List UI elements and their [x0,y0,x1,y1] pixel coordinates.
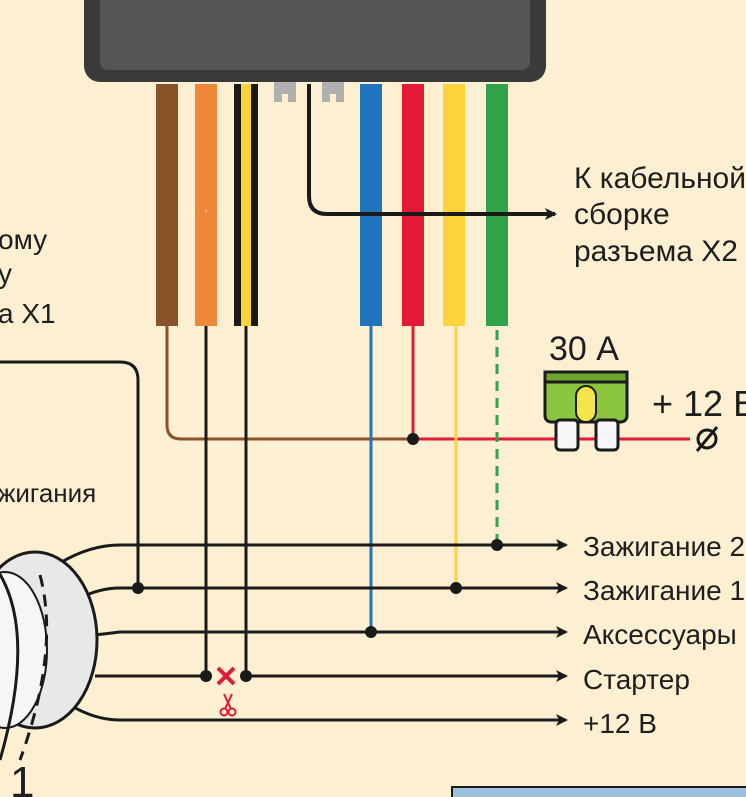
control-module [84,0,546,104]
orange-wire [195,84,217,326]
left-label-3: а X1 [0,298,56,329]
wire-bundles [156,84,508,326]
junction-dots [132,433,503,682]
blade-fuse-icon [543,370,629,452]
fuse-rating: 30 А [549,330,619,368]
battery-label: + 12 В [652,383,746,424]
inset-frame [451,786,746,797]
x2-label-line3: разъема X2 [574,235,738,268]
yellow-wire [443,84,465,326]
blue-wire [360,84,382,326]
switch-marker: 1 [10,758,34,797]
x2-connector-line [307,84,557,220]
output-plus12: +12 В [583,708,657,739]
output-ignition2: Зажигание 2 [583,531,745,562]
x2-label-line1: К кабельной [574,162,746,195]
left-label-2: у [0,258,12,289]
output-ignition1: Зажигание 1 [583,575,745,606]
ground-terminal-icon [695,426,719,452]
output-starter: Стартер [583,664,690,695]
output-accessories: Аксессуары [583,619,737,650]
left-label-1: ому [0,224,47,255]
red-wire [402,84,424,326]
scissors-icon [216,666,237,717]
x2-label-line2: сборке [574,198,670,231]
output-lines [59,539,568,726]
ignition-switch-label: жигания [0,478,96,508]
brown-wire [156,84,178,326]
green-wire [486,84,508,326]
ignition-switch [0,550,99,761]
